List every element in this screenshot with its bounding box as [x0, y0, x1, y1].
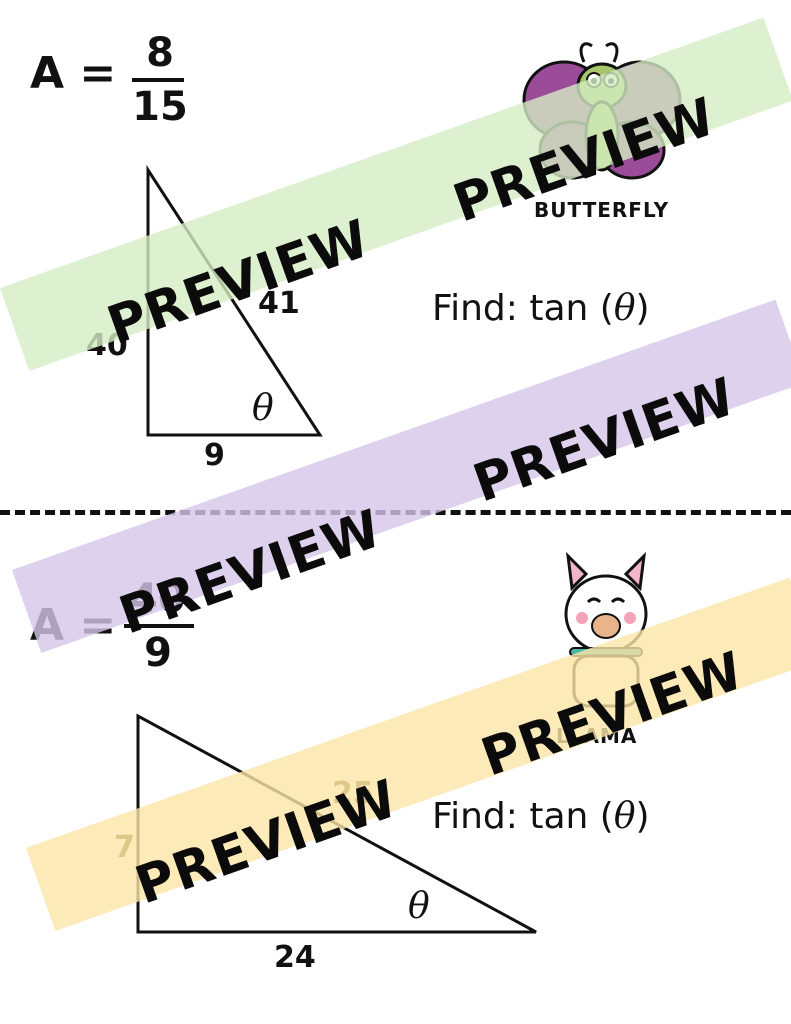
fraction-bar [124, 624, 194, 628]
angle-label: θ [408, 886, 430, 927]
find-suffix: ) [635, 796, 650, 837]
find-prefix: Find: tan ( [432, 796, 614, 837]
base-side-label: 9 [204, 438, 225, 473]
base-side-label: 24 [274, 940, 316, 975]
hypotenuse-label: 41 [258, 286, 300, 321]
find-prefix: Find: tan ( [432, 288, 614, 329]
angle-label: θ [252, 388, 274, 429]
answer-label: A = [30, 48, 117, 99]
find-theta: θ [613, 796, 636, 837]
mascot-name: BUTTERFLY [534, 198, 670, 222]
answer-denominator: 9 [144, 630, 172, 676]
find-theta: θ [613, 288, 636, 329]
find-prompt: Find: tan (θ) [432, 796, 650, 837]
answer-denominator: 15 [132, 84, 188, 130]
find-suffix: ) [635, 288, 650, 329]
fraction-bar [132, 78, 184, 82]
answer-numerator: 8 [146, 30, 174, 76]
find-prompt: Find: tan (θ) [432, 288, 650, 329]
